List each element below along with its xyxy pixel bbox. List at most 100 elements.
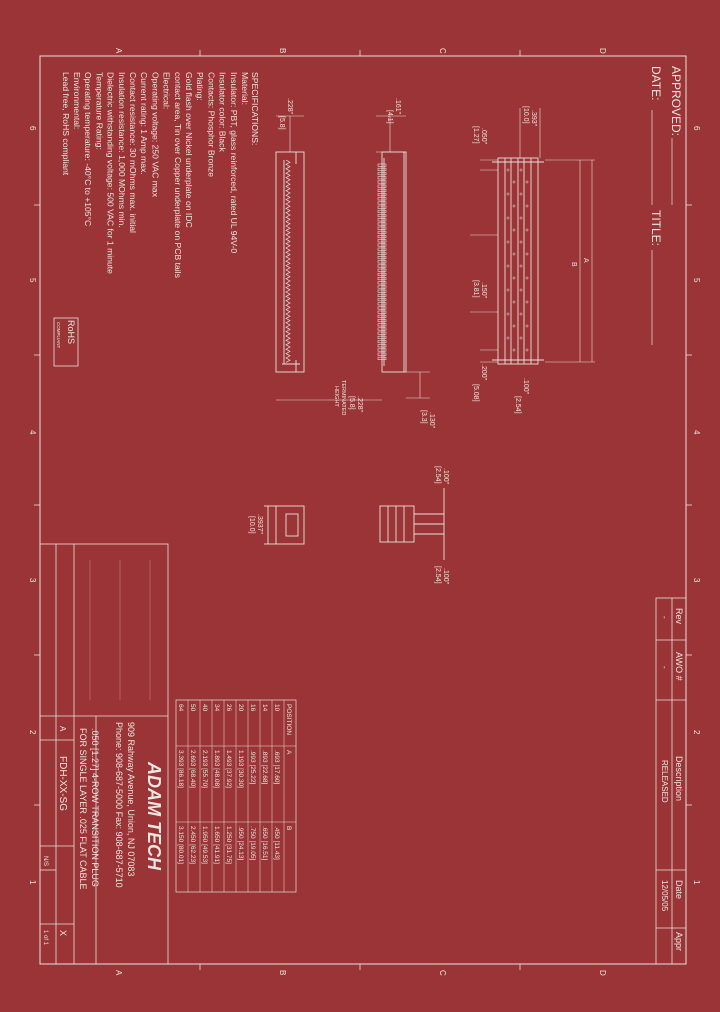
comb-tooth [377, 289, 387, 293]
contact-hole [512, 348, 516, 352]
table-cell: 1.950 [49.53] [201, 826, 208, 864]
appr-header: Appr [674, 932, 684, 951]
top-view-dim-labels: A B .393" [10.0] .050" [1.27] .150" [3.8… [472, 106, 589, 414]
spec-line: Material: [240, 72, 250, 105]
part-number: FDH-XX-SG [57, 756, 68, 811]
comb-tooth [377, 163, 387, 167]
dim-200-metric: [5.08] [472, 384, 479, 402]
dim-161: .161" [394, 98, 401, 115]
comb-tooth [377, 281, 387, 285]
table-cell: 16 [249, 704, 256, 712]
dim-3937-metric: [10.0] [248, 516, 255, 534]
specifications: SPECIFICATIONS:Material:Insulator: PBT, … [61, 72, 260, 278]
awo-header: AWO # [674, 652, 684, 681]
zone-number-1: 1 [28, 880, 37, 885]
title-label: TITLE: [649, 210, 663, 246]
contact-hole [519, 216, 523, 220]
table-cell: .950 [24.13] [237, 826, 244, 861]
contact-hole [506, 168, 510, 172]
revision-block [655, 597, 687, 965]
table-cell: 14 [261, 704, 268, 712]
company-address: 909 Rahway Avenue, Union, NJ 07083 [126, 722, 136, 876]
contact-hole [525, 180, 529, 184]
comb-tooth [377, 323, 387, 327]
company-name: ADAM TECH [144, 761, 164, 871]
dim-393-metric: [10.0] [522, 106, 529, 124]
comb-tooth [377, 172, 387, 176]
title-block [39, 543, 169, 965]
revision-labels: Rev AWO # Description Date Appr - - RELE… [660, 608, 684, 951]
dim-3937: .3937" [256, 514, 263, 535]
title-block-text: ADAM TECH 909 Rahway Avenue, Union, NJ 0… [42, 722, 164, 946]
table-cell: .693 [17.60] [273, 750, 280, 785]
table-cell: .450 [11.43] [273, 826, 280, 860]
rev-header: Rev [674, 608, 684, 625]
table-header: A [285, 750, 292, 755]
contact-hole [512, 300, 516, 304]
comb-tooth [377, 327, 387, 331]
cable-view-dim-labels: .228" [5.8] [278, 98, 293, 130]
contact-hole [519, 336, 523, 340]
cable-ridge-path [285, 159, 291, 363]
table-header: B [285, 826, 292, 830]
contact-hole [525, 252, 529, 256]
dim-100-top: .100" [522, 378, 529, 395]
comb-tooth [377, 272, 387, 276]
contact-hole [519, 264, 523, 268]
contact-hole [506, 192, 510, 196]
dim-130: .130" [428, 412, 435, 429]
zone-letter-d-bottom: D [598, 970, 607, 976]
spec-line: Current rating: 1 Amp max. [139, 72, 149, 175]
product-description-2: FOR SINGLE LAYER .025 FLAT CABLE [78, 728, 88, 890]
dim-100-pin-b: .100" [442, 568, 449, 585]
contact-hole [512, 324, 516, 328]
zone-letter-a: A [114, 48, 123, 54]
spec-line: Plating: [195, 72, 205, 101]
dim-050: .050" [480, 128, 487, 145]
comb-tooth [377, 214, 387, 218]
approval-block: APPROVED: DATE: TITLE: [649, 66, 683, 345]
comb-tooth [377, 184, 387, 188]
description-value: RELEASED [660, 760, 669, 803]
terminated-label: TERMINATED [340, 380, 346, 415]
top-view-drawing [492, 157, 544, 365]
comb-tooth [377, 201, 387, 205]
table-cell: 1.193 [30.30] [237, 750, 244, 788]
dim-393: .393" [530, 110, 537, 127]
zone-numbers-left: 6 5 4 3 2 1 [28, 126, 37, 885]
approved-label: APPROVED: [669, 66, 683, 136]
size-value: A [58, 726, 67, 732]
dim-100-pin-a-metric: [2.54] [434, 466, 441, 484]
zone-ticks [34, 50, 692, 970]
cable-view-drawing [275, 151, 305, 373]
spec-line: Insulation resistance: 1,000 MOhms min. [117, 72, 127, 228]
zone-number-5: 5 [28, 278, 37, 283]
scale-value: N/S [42, 856, 48, 866]
comb-tooth [377, 344, 387, 348]
contact-hole [519, 192, 523, 196]
pin-view-dim-labels: .100" [2.54] .100" [2.54] [434, 466, 449, 585]
comb-tooth [377, 310, 387, 314]
sheet-value: 1 of 1 [42, 930, 48, 946]
spec-line: Operating voltage: 250 VAC max [150, 72, 160, 198]
zone-letter-b: B [278, 48, 287, 53]
rev-letter: X [58, 930, 68, 936]
comb-tooth [377, 226, 387, 230]
zone-number-4: 4 [28, 430, 37, 435]
dim-228-terminated-metric: [5.8] [348, 396, 355, 410]
dim-150-metric: [3.81] [472, 280, 479, 298]
table-cell: 2.450 [62.23] [189, 826, 196, 864]
cable-view-ridges [285, 159, 291, 363]
table-cell: 1.650 [41.91] [213, 826, 220, 864]
zone-number-5-right: 5 [692, 278, 701, 283]
spec-line: contact area, Tin over Copper underplate… [173, 72, 183, 278]
pin-view-drawing [379, 488, 445, 560]
table-cell: 1.493 [37.92] [225, 750, 232, 788]
dim-130-metric: [3.3] [420, 410, 427, 424]
spec-line: Environmental: [72, 72, 82, 129]
company-phone: Phone: 908-687-5000 Fax: 908-687-5710 [114, 722, 124, 888]
comb-tooth [377, 205, 387, 209]
dim-200: .200" [480, 364, 487, 381]
comb-tooth [377, 239, 387, 243]
